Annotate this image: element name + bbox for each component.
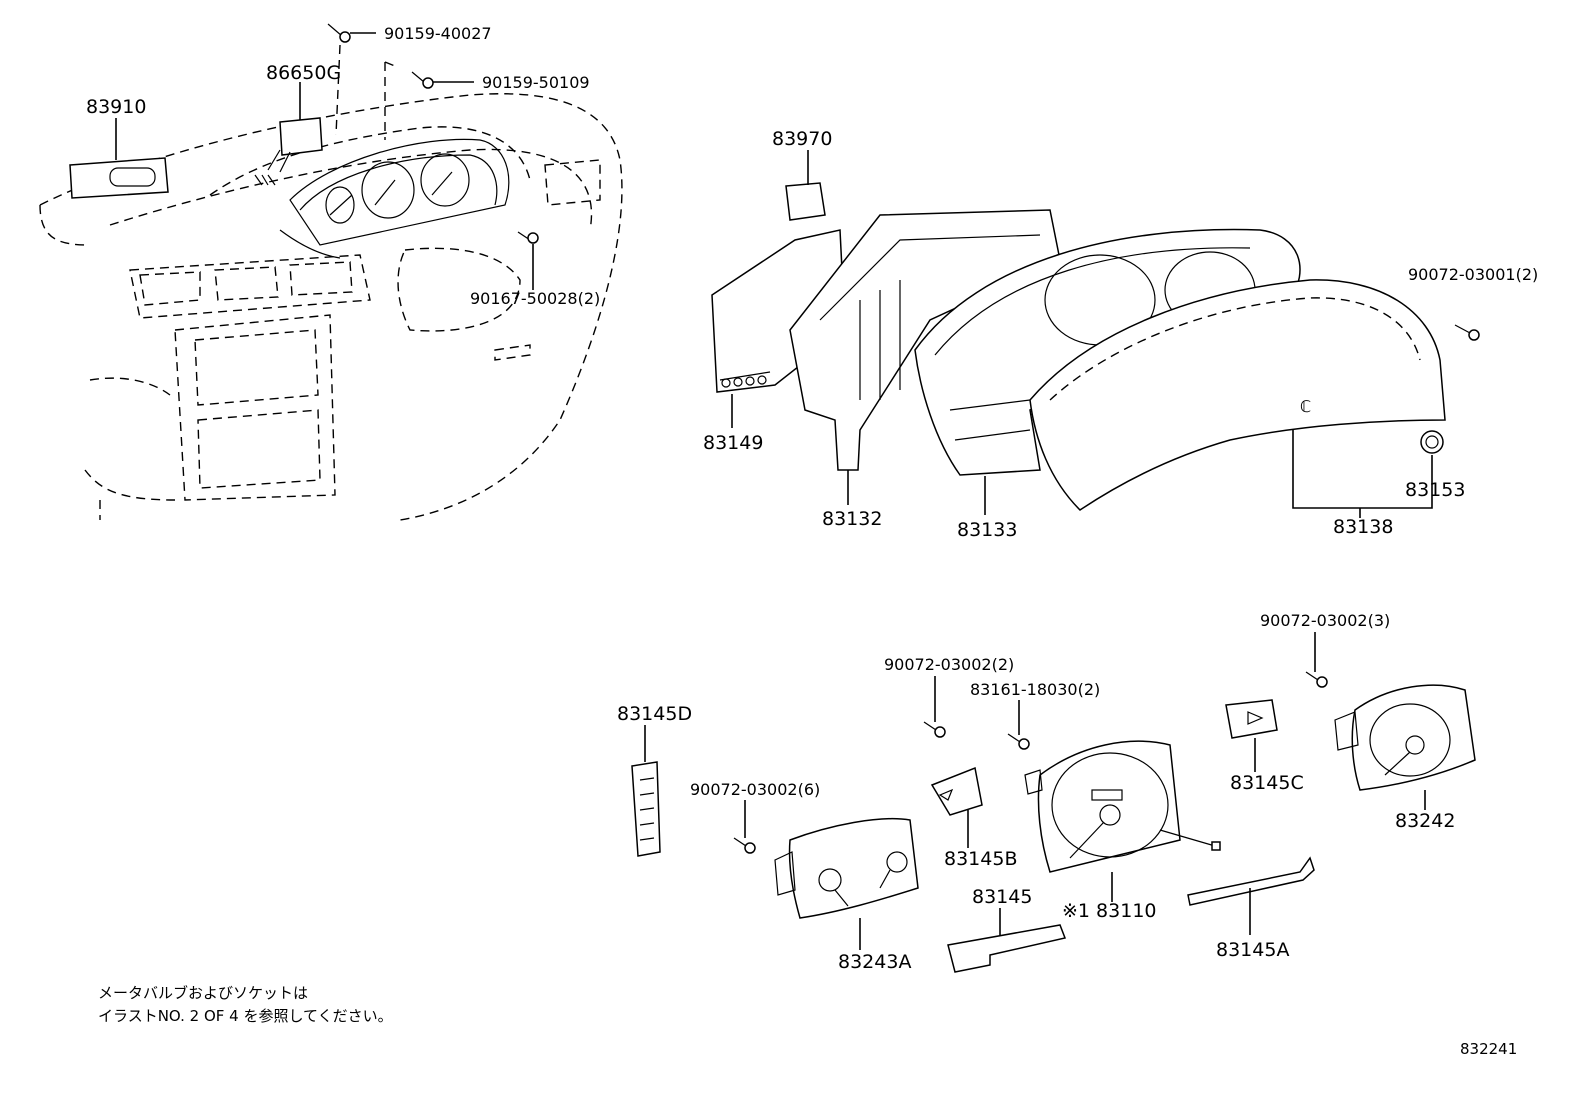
label-83145D: 83145D bbox=[617, 703, 692, 725]
reference-note: メータバルブおよびソケットは イラストNO. 2 OF 4 を参照してください。 bbox=[98, 982, 393, 1028]
label-90072-03002-3: 90072-03002(3) bbox=[1260, 611, 1390, 630]
figure-id: 832241 bbox=[1460, 1040, 1518, 1058]
label-90072-03002-6: 90072-03002(6) bbox=[690, 780, 820, 799]
dashboard-illustration bbox=[39, 23, 623, 521]
label-83145B: 83145B bbox=[944, 848, 1017, 870]
reference-note-line-1: メータバルブおよびソケットは bbox=[98, 984, 309, 1002]
label-90167-50028: 90167-50028(2) bbox=[470, 289, 600, 308]
label-83110: ※1 83110 bbox=[1062, 900, 1157, 922]
label-83145: 83145 bbox=[972, 886, 1032, 908]
label-83145C: 83145C bbox=[1230, 772, 1304, 794]
label-83153: 83153 bbox=[1405, 479, 1465, 501]
label-90072-03002-2: 90072-03002(2) bbox=[884, 655, 1014, 674]
label-83161-18030: 83161-18030(2) bbox=[970, 680, 1100, 699]
svg-text:ℂ: ℂ bbox=[1300, 397, 1311, 416]
reference-note-line-2: イラストNO. 2 OF 4 を参照してください。 bbox=[98, 1007, 393, 1025]
label-90072-03001: 90072-03001(2) bbox=[1408, 265, 1538, 284]
label-83910: 83910 bbox=[86, 96, 146, 118]
label-83132: 83132 bbox=[822, 508, 882, 530]
gauges-illustration bbox=[631, 632, 1476, 973]
label-83149: 83149 bbox=[703, 432, 763, 454]
label-83970: 83970 bbox=[772, 128, 832, 150]
label-83133: 83133 bbox=[957, 519, 1017, 541]
label-90159-50109: 90159-50109 bbox=[482, 73, 590, 92]
label-83242: 83242 bbox=[1395, 810, 1455, 832]
label-83243A: 83243A bbox=[838, 951, 911, 973]
label-83145A: 83145A bbox=[1216, 939, 1289, 961]
label-86650G: 86650G bbox=[266, 62, 341, 84]
label-83138: 83138 bbox=[1333, 516, 1393, 538]
label-90159-40027: 90159-40027 bbox=[384, 24, 492, 43]
cluster-exploded-illustration: ℂ bbox=[711, 150, 1480, 518]
